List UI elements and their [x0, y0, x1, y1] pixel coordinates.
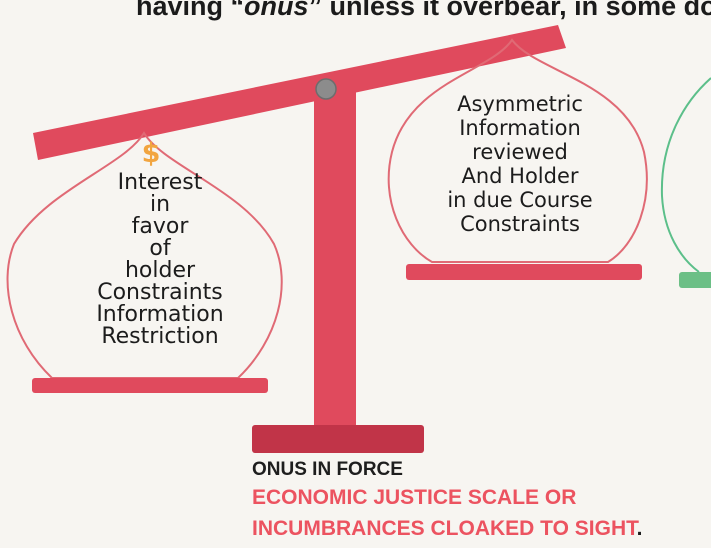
left-pan-line: Constraints [97, 280, 223, 305]
right-pan-line: Constraints [460, 212, 580, 236]
scale-beam [33, 25, 566, 160]
caption-title: ONUS IN FORCE [252, 459, 403, 480]
left-pan-line: of [149, 236, 171, 261]
left-pan-line: in [149, 192, 171, 217]
right-pan-line: Asymmetric [457, 92, 583, 116]
right-pan-base [406, 264, 642, 280]
right-pan-line: reviewed [472, 140, 568, 164]
right-pan-line: in due Course [447, 188, 593, 212]
scale-pillar [314, 80, 356, 428]
left-pan-line: favor [131, 214, 189, 239]
third-pan-base [679, 272, 711, 288]
header-text: having “onus” unless it overbear, in som… [136, 0, 711, 21]
right-pan-line: And Holder [461, 164, 579, 188]
dollar-icon: $ [141, 138, 161, 169]
caption-line: ECONOMIC JUSTICE SCALE OR [252, 486, 577, 509]
left-pan-line: holder [124, 258, 196, 283]
right-pan-text: Asymmetric Information reviewed And Hold… [415, 92, 625, 236]
right-pan-line: Information [459, 116, 581, 140]
right-pan-outline [387, 38, 648, 263]
left-pan-text: Interest in favor of holder Constraints … [60, 172, 260, 348]
left-pan-line: Information [96, 302, 224, 327]
left-pan-line: Restriction [101, 324, 219, 349]
third-pan-outline [660, 77, 711, 273]
scale-pivot [315, 78, 337, 100]
left-pan-base [32, 378, 268, 393]
scale-base [252, 425, 424, 453]
left-pan-line: Interest [117, 170, 203, 195]
caption-line: INCUMBRANCES CLOAKED TO SIGHT. [252, 517, 643, 540]
